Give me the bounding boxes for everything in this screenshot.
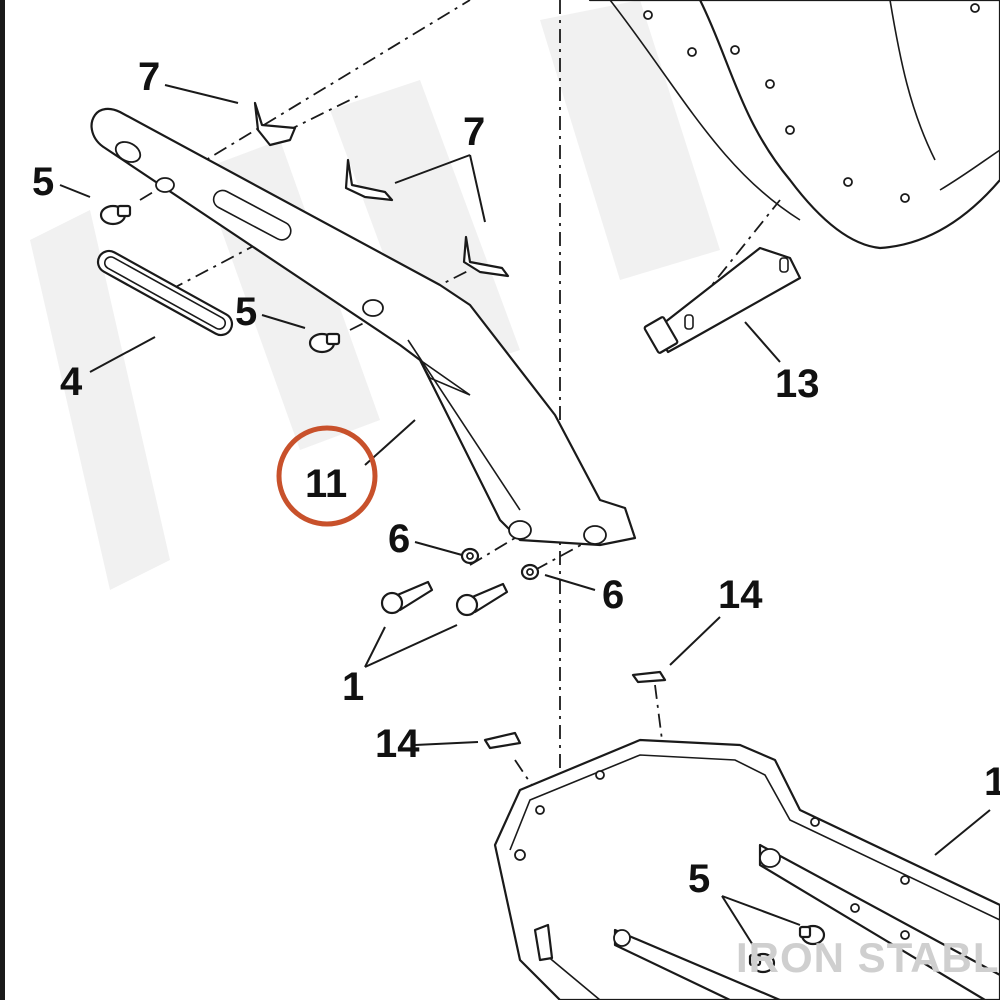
fender-housing [588, 0, 1000, 250]
callout-labels: 7 7 5 5 5 4 11 6 6 1 13 14 14 1 [32, 55, 1000, 901]
screw-part-5-a [99, 204, 132, 226]
bracket-arm-part-11 [90, 107, 637, 547]
lower-frame-rail [493, 738, 1000, 1000]
callout-13: 13 [775, 362, 820, 406]
callout-1-edge: 1 [984, 760, 1000, 804]
slot-pad-part-4 [96, 249, 234, 337]
clip-part-7-a [253, 101, 297, 147]
callout-5-a: 5 [32, 160, 54, 204]
leader-lines [59, 84, 991, 951]
bolt-part-1-a [380, 580, 434, 615]
callout-6-b: 6 [602, 573, 624, 617]
screw-part-5-b [308, 332, 341, 354]
callout-7-b: 7 [463, 110, 485, 154]
callout-5-b: 5 [235, 290, 257, 334]
clip-part-7-b [344, 158, 394, 202]
brand-watermark: IRON STABLE [736, 934, 1000, 981]
screw-part-5-c [798, 924, 826, 946]
pad-part-14-a [631, 670, 667, 684]
pad-part-14-b [483, 731, 522, 750]
callout-11-highlight-ring [276, 425, 378, 527]
washer-part-6-b [520, 563, 540, 581]
callout-1: 1 [342, 665, 364, 709]
latch-part-13 [643, 246, 802, 354]
callout-7-a: 7 [138, 55, 160, 99]
callout-6-a: 6 [388, 517, 410, 561]
callout-14-b: 14 [375, 722, 420, 766]
left-edge-strip [0, 0, 5, 1000]
callout-14-a: 14 [718, 573, 763, 617]
bolt-part-1-b [455, 582, 509, 617]
callout-4: 4 [60, 360, 83, 404]
callout-5-c: 5 [688, 857, 710, 901]
screw-part-5-d [748, 952, 776, 974]
washer-part-6-a [460, 547, 480, 565]
callout-11: 11 [305, 462, 347, 506]
clip-part-7-c [462, 235, 510, 278]
